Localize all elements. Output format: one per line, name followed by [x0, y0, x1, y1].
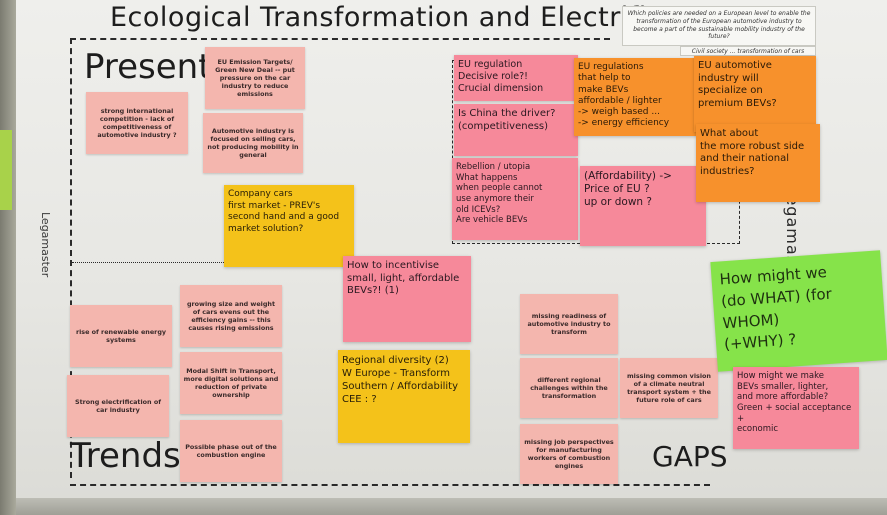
trend-card: Possible phase out of the combustion eng…	[180, 420, 282, 482]
sticky-affordability: (Affordability) -> Price of EU ? up or d…	[580, 166, 706, 246]
question-paper: Which policies are needed on a European …	[622, 6, 816, 46]
question-sub-paper: Civil society ... transformation of cars	[680, 46, 816, 56]
present-card: strong international competition - lack …	[86, 92, 188, 154]
board-title: Ecological Transformation and Electrific	[110, 2, 663, 33]
gaps-heading: GAPS	[652, 440, 728, 473]
sticky-what-about: What about the more robust side and thei…	[696, 124, 820, 202]
wall-background	[0, 0, 16, 515]
trend-card: growing size and weight of cars evens ou…	[180, 285, 282, 347]
frame-mid-line	[72, 262, 332, 263]
frame-bottom-line	[70, 484, 710, 486]
question-sub-text: Civil society ... transformation of cars	[691, 48, 805, 55]
present-heading: Present	[84, 47, 212, 87]
gap-card: missing common vision of a climate neutr…	[620, 358, 718, 418]
sticky-eu-regulations-help: EU regulations that help to make BEVs af…	[574, 58, 698, 136]
sticky-eu-automotive: EU automotive industry will specialize o…	[694, 56, 816, 132]
brand-label-left: Legamaster	[39, 212, 52, 278]
sticky-how-might-we-template: How might we (do WHAT) (for WHOM) (+WHY)…	[710, 250, 887, 372]
sticky-eu-regulation: EU regulation Decisive role?! Crucial di…	[454, 55, 578, 101]
frame-top-line	[70, 38, 610, 40]
sticky-company-cars: Company cars first market - PREV's secon…	[224, 185, 354, 267]
green-sticky-edge	[0, 130, 12, 210]
question-text: Which policies are needed on a European …	[627, 10, 811, 41]
gap-card: missing job perspectives for manufacturi…	[520, 424, 618, 484]
trend-card: Strong electrification of car industry	[67, 375, 169, 437]
present-card: Automotive industry is focused on sellin…	[203, 113, 303, 173]
trends-heading: Trends	[70, 436, 181, 476]
gap-card: missing readiness of automotive industry…	[520, 294, 618, 354]
sticky-how-might-we-answer: How might we make BEVs smaller, lighter,…	[733, 367, 859, 449]
trend-card: Modal Shift in Transport, more digital s…	[180, 352, 282, 414]
frame-left-line	[70, 38, 72, 478]
sticky-incentivise: How to incentivise small, light, afforda…	[343, 256, 471, 342]
sticky-regional: Regional diversity (2) W Europe - Transf…	[338, 350, 470, 443]
sticky-china: Is China the driver? (competitiveness)	[454, 104, 578, 156]
board-tray	[16, 498, 887, 515]
present-card: EU Emission Targets/ Green New Deal -- p…	[205, 47, 305, 109]
gap-card: different regional challenges within the…	[520, 358, 618, 418]
sticky-rebellion: Rebellion / utopia What happens when peo…	[452, 158, 578, 240]
trend-card: rise of renewable energy systems	[70, 305, 172, 367]
